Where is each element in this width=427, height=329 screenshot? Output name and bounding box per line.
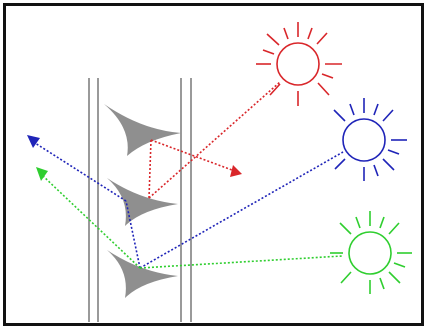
frame-border xyxy=(5,5,423,325)
